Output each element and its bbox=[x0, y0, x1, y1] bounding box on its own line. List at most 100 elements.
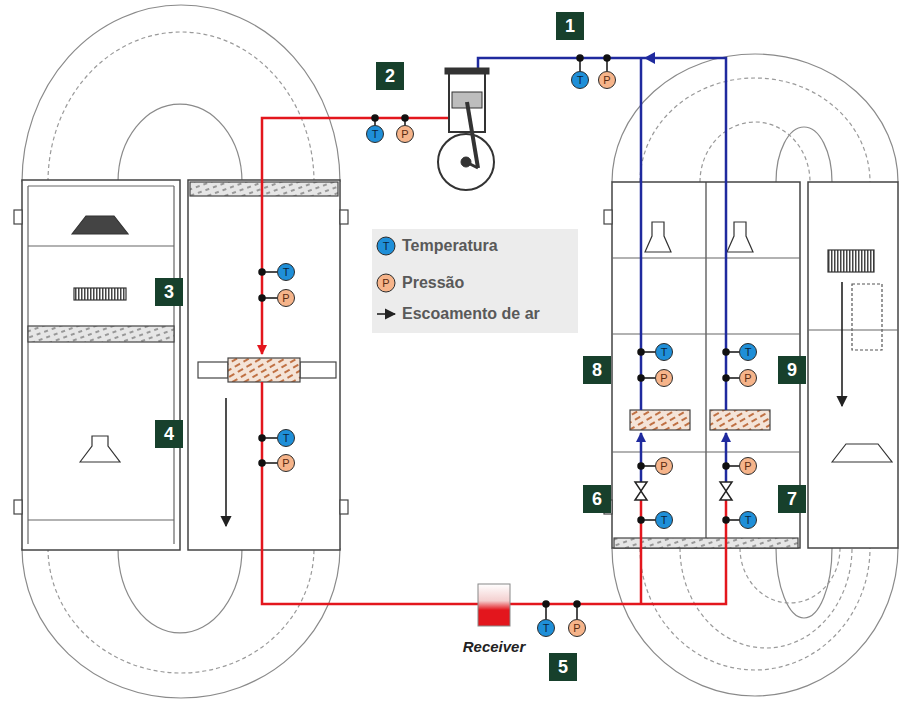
left-tunnel bbox=[340, 500, 348, 514]
callout-text: 4 bbox=[164, 425, 174, 443]
left-tunnel bbox=[27, 186, 28, 544]
sensor-tap bbox=[723, 463, 729, 469]
legend-text: Pressão bbox=[402, 275, 464, 291]
receiver-tank bbox=[478, 584, 510, 626]
left-tunnel bbox=[118, 104, 242, 182]
left-tunnel bbox=[14, 500, 22, 514]
sensor-tap bbox=[723, 349, 729, 355]
legend-panel bbox=[377, 237, 395, 255]
right-tunnel bbox=[828, 250, 874, 272]
left-tunnel bbox=[228, 358, 300, 382]
left-tunnel bbox=[74, 288, 126, 300]
left-tunnel bbox=[340, 210, 348, 224]
right-tunnel bbox=[680, 548, 852, 648]
pressure-sensor: P bbox=[655, 457, 673, 475]
left-tunnel bbox=[28, 185, 174, 186]
expansion-valve bbox=[720, 482, 732, 500]
sensor-tap bbox=[402, 115, 408, 121]
compressor bbox=[461, 157, 471, 167]
expansion-valve bbox=[635, 482, 732, 500]
callout-text: 1 bbox=[565, 17, 575, 35]
temperature-sensor: T bbox=[655, 511, 673, 529]
temperature-sensor: T bbox=[277, 263, 295, 281]
left-tunnel bbox=[118, 548, 242, 633]
pressure-sensor: P bbox=[568, 619, 586, 637]
sensor-letter: T bbox=[543, 623, 550, 634]
pressure-sensor: P bbox=[739, 369, 757, 387]
right-tunnel bbox=[612, 548, 898, 696]
left-tunnel bbox=[173, 186, 174, 544]
sensor-letter: P bbox=[401, 129, 408, 140]
sensor-tap bbox=[259, 55, 739, 619]
right-tunnel bbox=[776, 127, 832, 182]
suction-line bbox=[725, 433, 728, 482]
right-tunnel bbox=[727, 222, 753, 252]
sensor-letter: P bbox=[603, 75, 610, 86]
sensor-letter: T bbox=[661, 515, 668, 526]
legend-panel bbox=[377, 313, 395, 315]
legend-panel bbox=[377, 274, 395, 292]
callout-text: 8 bbox=[592, 361, 602, 379]
right-tunnel bbox=[776, 548, 832, 618]
right-tunnel bbox=[604, 210, 612, 224]
left-tunnel bbox=[14, 5, 348, 698]
sensor-tap bbox=[259, 269, 265, 275]
temperature-sensor: T bbox=[655, 343, 673, 361]
callout-text: 6 bbox=[592, 490, 602, 508]
left-tunnel bbox=[14, 210, 22, 224]
legend-panel bbox=[372, 229, 578, 333]
right-tunnel bbox=[808, 182, 898, 548]
sensor-tap bbox=[638, 349, 644, 355]
airflow-arrow bbox=[225, 398, 227, 526]
sensor-letter: T bbox=[283, 433, 290, 444]
legend-sensor-letter: P bbox=[382, 278, 389, 289]
sensor-letter: T bbox=[661, 347, 668, 358]
callout-number: 7 bbox=[778, 485, 806, 513]
sensor-tap bbox=[723, 517, 729, 523]
sensor-letter: P bbox=[744, 461, 751, 472]
sensor-tap bbox=[574, 601, 580, 607]
sensor-letter: T bbox=[577, 75, 584, 86]
sensor-letter: T bbox=[372, 129, 379, 140]
pressure-sensor: P bbox=[598, 71, 616, 89]
left-tunnel bbox=[72, 216, 128, 234]
left-tunnel bbox=[188, 180, 340, 550]
temperature-sensor: T bbox=[537, 619, 555, 637]
callout-number: 9 bbox=[778, 356, 806, 384]
callout-number: 8 bbox=[583, 356, 611, 384]
right-tunnel bbox=[640, 548, 870, 670]
left-tunnel bbox=[22, 5, 340, 182]
temperature-sensor: T bbox=[739, 511, 757, 529]
sensor-tap bbox=[638, 517, 644, 523]
callout-text: 9 bbox=[787, 361, 797, 379]
callout-text: 2 bbox=[385, 67, 395, 85]
right-tunnel bbox=[604, 54, 898, 696]
right-tunnel bbox=[852, 284, 882, 350]
sensor-tap bbox=[604, 55, 610, 61]
sensor-letter: P bbox=[660, 373, 667, 384]
legend-panel bbox=[372, 229, 578, 333]
sensor-letter: P bbox=[744, 373, 751, 384]
pressure-sensor: P bbox=[277, 289, 295, 307]
left-tunnel bbox=[28, 245, 174, 246]
right-tunnel bbox=[612, 54, 898, 182]
right-tunnel bbox=[700, 122, 810, 182]
liquid-line bbox=[262, 382, 726, 604]
component-label: Receiver bbox=[463, 639, 526, 654]
sensor-letter: P bbox=[573, 623, 580, 634]
sensor-letter: T bbox=[283, 267, 290, 278]
flow-arrowhead bbox=[644, 52, 655, 64]
left-tunnel bbox=[48, 548, 314, 673]
left-tunnel bbox=[190, 182, 338, 196]
suction-line bbox=[640, 58, 643, 410]
sensor-tap bbox=[259, 295, 265, 301]
sensor-tap bbox=[259, 435, 265, 441]
callout-number: 6 bbox=[583, 485, 611, 513]
callout-number: 4 bbox=[155, 420, 183, 448]
sensor-letter: T bbox=[745, 515, 752, 526]
liquid-line bbox=[640, 500, 643, 604]
compressor bbox=[438, 68, 494, 190]
pressure-sensor: P bbox=[655, 369, 673, 387]
sensor-letter: P bbox=[282, 293, 289, 304]
